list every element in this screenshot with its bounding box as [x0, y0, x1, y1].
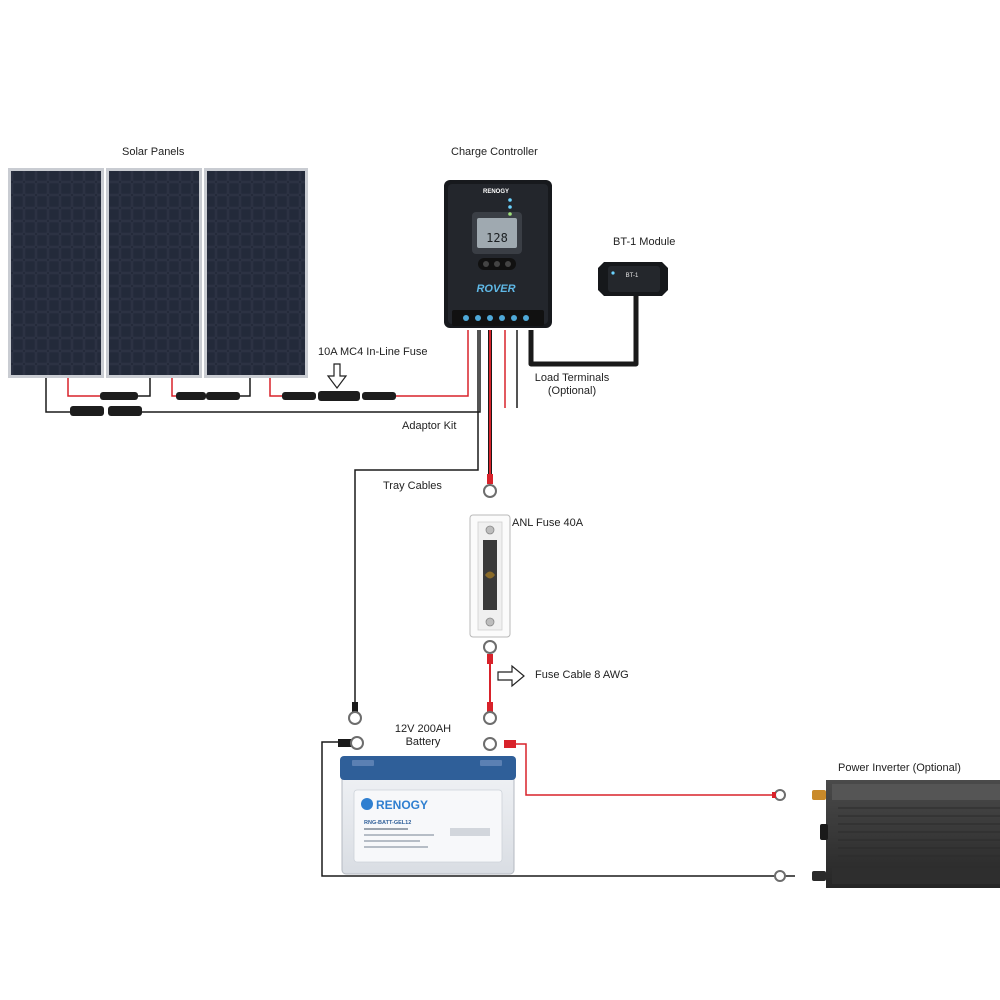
inline-fuse-body	[318, 391, 360, 401]
solar-panel-array	[8, 168, 308, 378]
mc4-connector	[176, 392, 206, 400]
ring-terminals	[348, 474, 497, 725]
bt1-module-text: BT-1	[626, 273, 639, 279]
ring-terminal	[483, 711, 497, 725]
battery-label-line1: 12V 200AH	[394, 723, 452, 735]
battery-brand: RENOGY	[376, 798, 428, 812]
solar-panel-3	[204, 168, 308, 378]
fuse-cable-arrow-icon	[497, 664, 525, 688]
solar-panel-2	[106, 168, 202, 378]
mc4-y-branch	[70, 406, 104, 416]
adaptor-kit-label: Adaptor Kit	[402, 420, 457, 432]
ring-terminal	[483, 640, 497, 654]
tray-cables-label: Tray Cables	[383, 480, 442, 492]
battery-lid	[340, 756, 516, 780]
mc4-connector	[206, 392, 240, 400]
battery-label-line2: Battery	[405, 736, 441, 748]
fuse-cable-label: Fuse Cable 8 AWG	[535, 669, 629, 681]
controller-output-cables	[354, 330, 518, 712]
controller-terminal-strip	[452, 310, 544, 326]
anl-fuse	[469, 514, 511, 638]
bt1-cable	[528, 296, 639, 367]
bt1-module	[598, 262, 668, 296]
load-terminals-label-line2: (Optional)	[547, 385, 597, 397]
bt1-module-label: BT-1 Module	[613, 236, 676, 248]
mc4-connector	[282, 392, 316, 400]
mc4-connectors	[70, 391, 396, 416]
renogy-logo-icon	[361, 798, 373, 810]
battery	[321, 736, 795, 877]
controller-terminals	[463, 315, 529, 321]
solar-panels-label: Solar Panels	[122, 146, 185, 158]
mc4-y-branch	[108, 406, 142, 416]
inline-fuse-arrow-icon	[326, 363, 348, 389]
battery-model: RNG-BATT-GEL12	[364, 820, 411, 826]
anl-fuse-label: ANL Fuse 40A	[512, 517, 584, 529]
solar-panel-1	[8, 168, 104, 378]
battery-label-panel	[353, 789, 503, 863]
load-terminals-label: Load Terminals (Optional)	[532, 372, 612, 398]
mc4-connector	[362, 392, 396, 400]
power-inverter	[772, 780, 1000, 888]
controller-lcd	[477, 218, 517, 248]
controller-display-value: 128	[486, 231, 508, 245]
charge-controller	[444, 180, 552, 328]
controller-model: ROVER	[476, 283, 515, 295]
mc4-connector	[100, 392, 138, 400]
load-terminals-label-line1: Load Terminals	[534, 372, 610, 384]
power-inverter-label: Power Inverter (Optional)	[838, 762, 961, 774]
inline-fuse-label: 10A MC4 In-Line Fuse	[318, 346, 428, 358]
charge-controller-label: Charge Controller	[451, 146, 538, 158]
battery-label: 12V 200AH Battery	[388, 723, 458, 749]
panel-wiring	[45, 330, 481, 413]
controller-brand: RENOGY	[483, 189, 509, 195]
ring-terminal	[348, 711, 362, 725]
ring-terminal	[483, 484, 497, 498]
